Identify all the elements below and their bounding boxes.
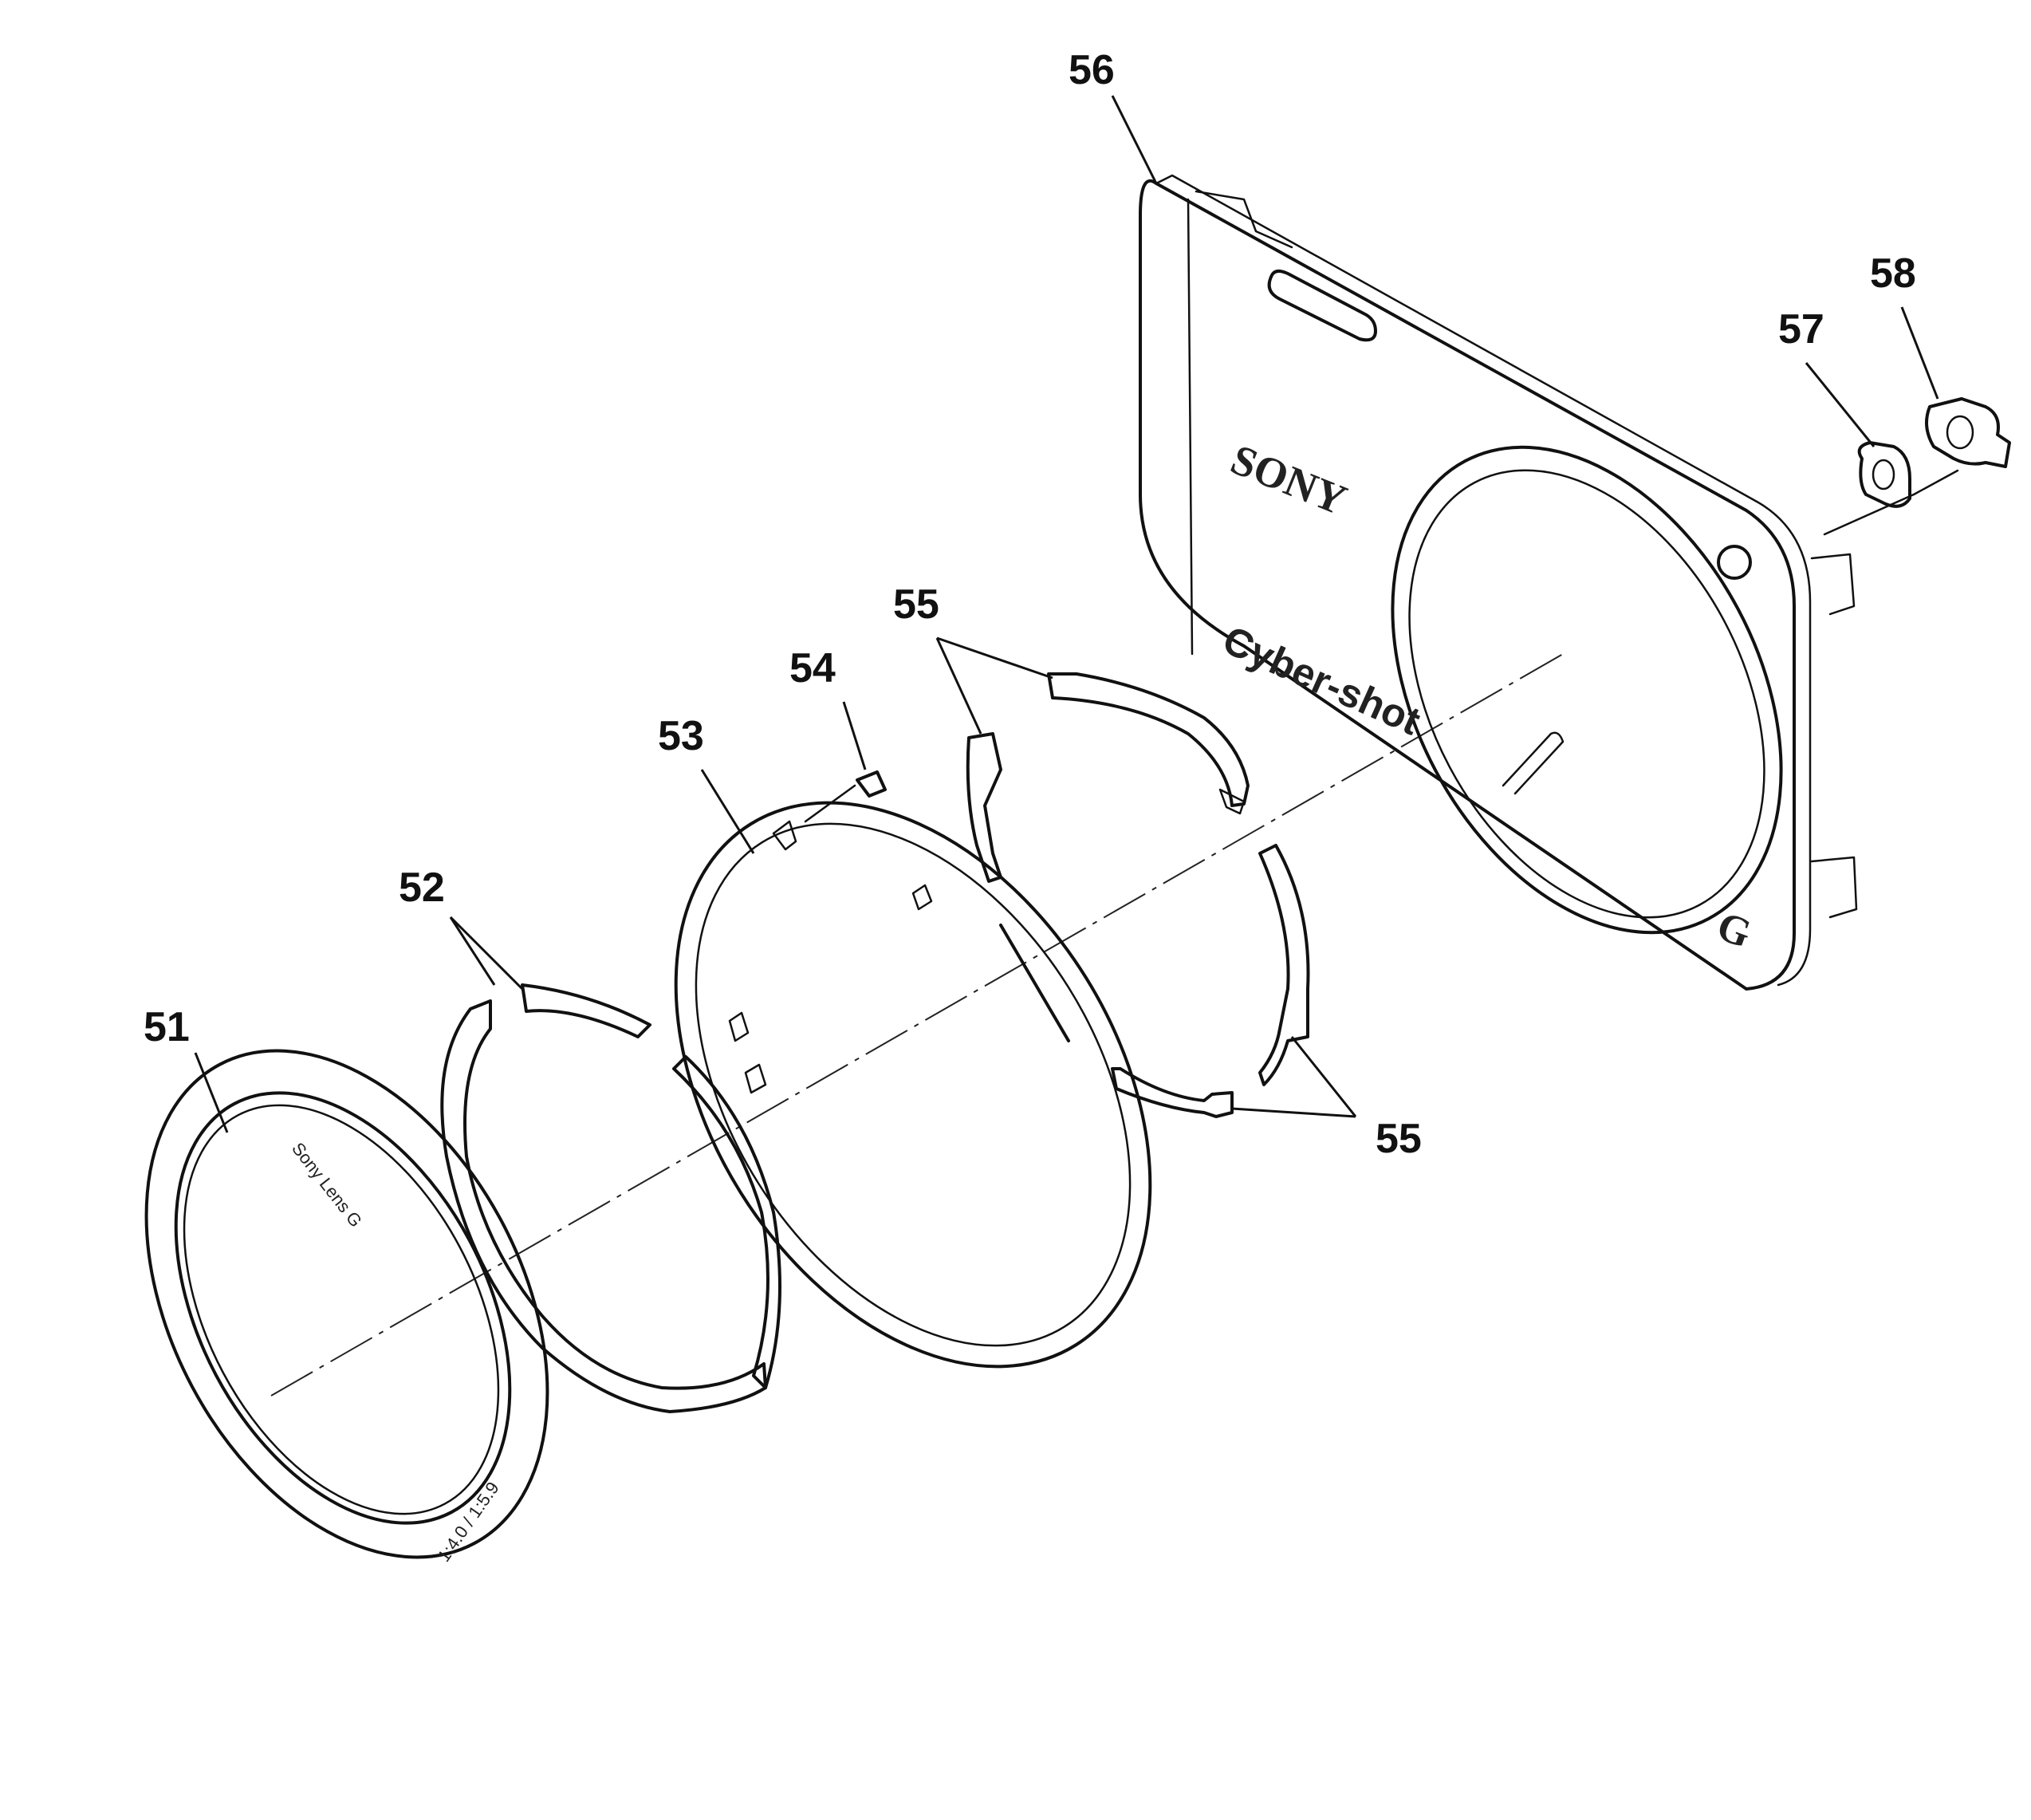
part-51-front-ring: Sony Lens G 1:4.0 / 1:5.9 [144,1049,549,1566]
callout-58: 58 [1870,250,1916,297]
callout-labels: 51 52 53 54 55 55 56 57 58 [144,47,1916,1162]
part-54 [804,770,887,823]
callout-51: 51 [144,1004,190,1050]
part-58 [1912,397,2011,496]
callout-54: 54 [789,645,836,691]
optical-axis [270,653,1564,1397]
callout-55-upper: 55 [893,581,939,628]
lens-ring-bottom-text: 1:4.0 / 1:5.9 [434,1478,503,1566]
part-52-split-ring [440,983,781,1413]
model-text: Cyber-shot [1217,617,1427,744]
leader-lines [194,95,1939,1133]
brand-text: SONY [1225,435,1354,524]
callout-53: 53 [658,713,704,759]
part-53-ring [674,801,1152,1369]
part-57 [1823,441,1915,536]
callout-55-lower: 55 [1376,1116,1422,1162]
front-cover-part-56: SONY Cyber-shot G [1139,174,1858,991]
callout-56: 56 [1069,47,1115,93]
callout-57: 57 [1778,306,1824,353]
part-55-segments [966,672,1310,1118]
callout-52: 52 [399,865,445,911]
lens-ring-top-text: Sony Lens G [288,1139,366,1231]
